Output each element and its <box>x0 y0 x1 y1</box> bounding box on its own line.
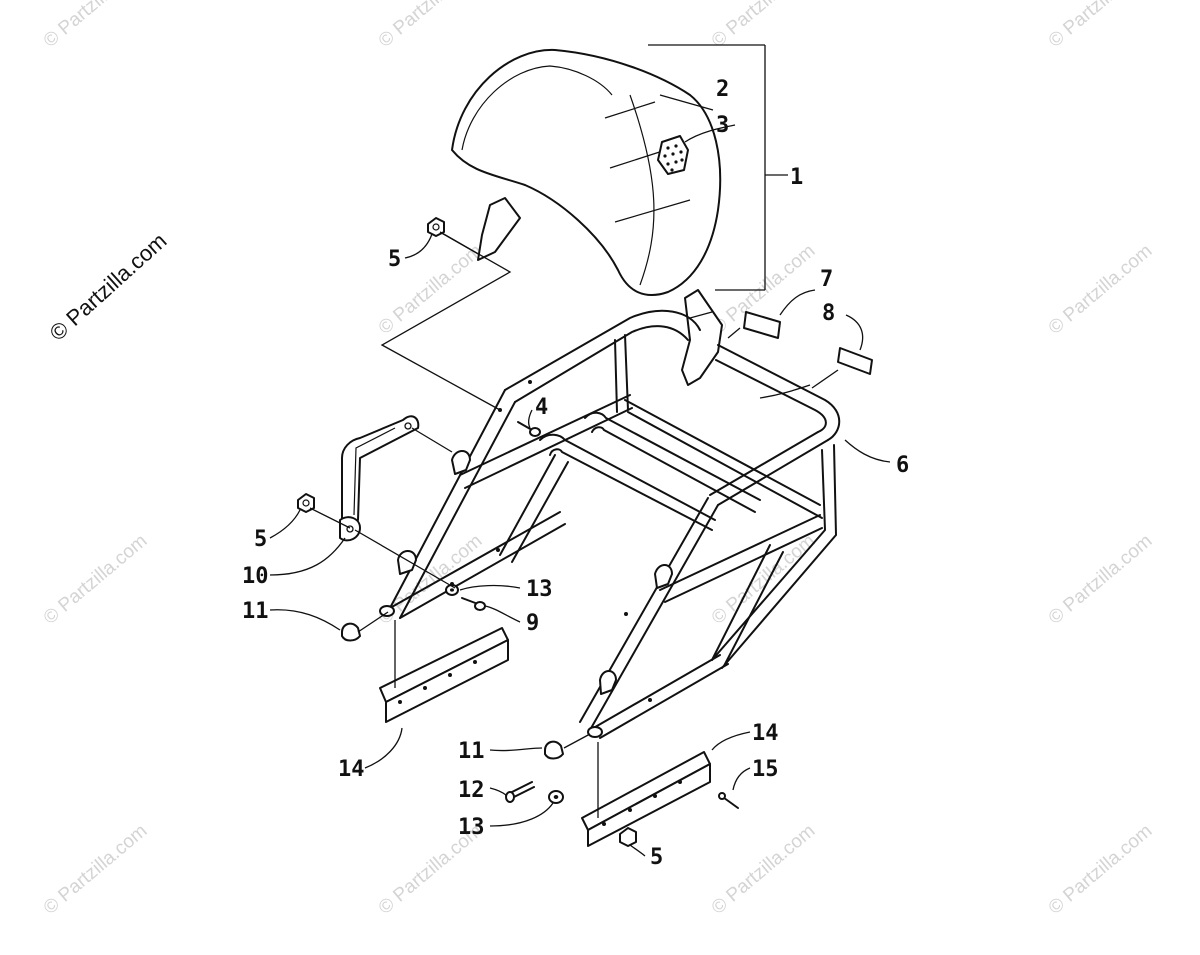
watermark-tile: © Partzilla.com <box>375 0 487 52</box>
watermark-tile: © Partzilla.com <box>708 530 820 628</box>
callout-5: 5 <box>388 247 401 272</box>
plug-cap <box>544 740 564 760</box>
callout-11: 11 <box>242 599 269 624</box>
callout-11: 11 <box>458 739 485 764</box>
mounting-rail <box>379 627 509 723</box>
mounting-rail <box>581 751 711 847</box>
watermark-tile: © Partzilla.com <box>40 0 152 52</box>
callout-5: 5 <box>254 527 267 552</box>
watermark-tile: © Partzilla.com <box>1045 820 1157 918</box>
callout-14: 14 <box>752 721 779 746</box>
callout-3: 3 <box>716 113 729 138</box>
plug-cap <box>341 622 361 642</box>
callout-9: 9 <box>526 611 539 636</box>
callout-8: 8 <box>822 301 835 326</box>
callout-2: 2 <box>716 77 729 102</box>
washer <box>548 790 564 804</box>
callout-13: 13 <box>526 577 553 602</box>
callout-7: 7 <box>820 267 833 292</box>
watermark-tile: © Partzilla.com <box>708 0 820 52</box>
callout-5: 5 <box>650 845 663 870</box>
lock-nut <box>297 493 315 513</box>
watermark-tile: © Partzilla.com <box>708 820 820 918</box>
bolt <box>461 597 486 611</box>
watermark-tile: © Partzilla.com <box>40 820 152 918</box>
bolt <box>517 421 541 437</box>
rack-frame <box>379 309 841 739</box>
callout-13: 13 <box>458 815 485 840</box>
watermark-tile: © Partzilla.com <box>1045 0 1157 52</box>
lock-nut <box>427 217 445 237</box>
part1-bracket <box>648 44 788 291</box>
watermark-tile: © Partzilla.com <box>1045 530 1157 628</box>
leader-lines <box>269 94 891 857</box>
bolt <box>505 781 535 803</box>
callout-12: 12 <box>458 778 485 803</box>
decal <box>837 347 873 375</box>
callout-15: 15 <box>752 757 779 782</box>
watermark-tile: © Partzilla.com <box>40 530 152 628</box>
callout-14: 14 <box>338 757 365 782</box>
decal <box>743 311 781 339</box>
grab-handle <box>339 415 420 542</box>
lock-nut <box>619 827 637 847</box>
callout-labels: 1 2 3 4 5 5 5 6 7 8 9 10 11 11 12 13 13 … <box>242 77 909 870</box>
watermark-tile: © Partzilla.com <box>1045 240 1157 338</box>
backrest-pad <box>451 48 723 386</box>
callout-4: 4 <box>535 395 548 420</box>
callout-6: 6 <box>896 453 909 478</box>
partzilla-watermark: © Partzilla.com <box>45 228 172 346</box>
pin <box>718 792 739 809</box>
callout-1: 1 <box>790 165 803 190</box>
callout-10: 10 <box>242 564 269 589</box>
foam-pad <box>657 135 689 175</box>
